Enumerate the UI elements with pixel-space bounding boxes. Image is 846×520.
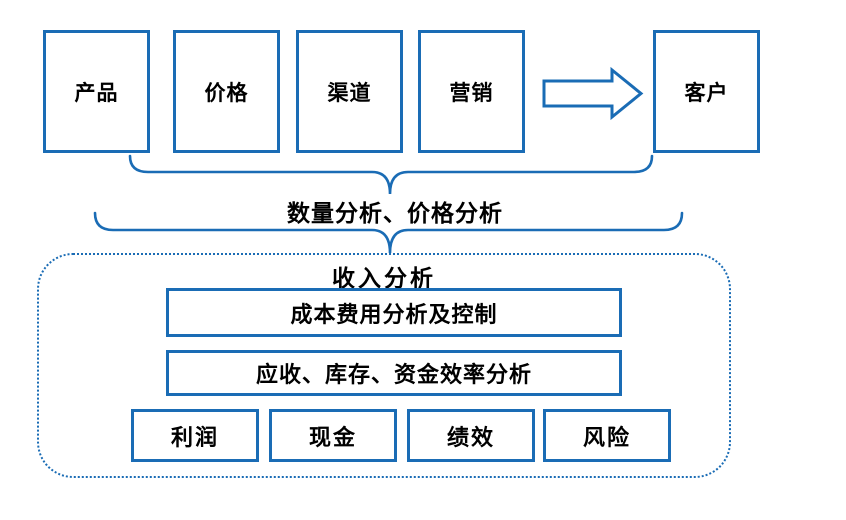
box-channel: 渠道 <box>296 30 403 153</box>
right-arrow-icon <box>542 66 644 121</box>
bar-efficiency-analysis: 应收、库存、资金效率分析 <box>166 350 622 396</box>
box-performance: 绩效 <box>407 409 535 462</box>
box-marketing: 营销 <box>418 30 525 153</box>
brace-label: 数量分析、价格分析 <box>287 201 503 226</box>
box-price: 价格 <box>173 30 280 153</box>
box-profit: 利润 <box>131 409 259 462</box>
box-cash: 现金 <box>269 409 397 462</box>
box-product: 产品 <box>43 30 150 153</box>
bar-cost-analysis: 成本费用分析及控制 <box>166 288 622 337</box>
revenue-analysis-title: 收入分析 <box>332 266 436 291</box>
box-risk: 风险 <box>543 409 671 462</box>
upper-brace <box>128 154 654 195</box>
box-customer: 客户 <box>653 30 760 153</box>
revenue-analysis-container: 收入分析 成本费用分析及控制 应收、库存、资金效率分析 利润 现金 绩效 风险 <box>37 253 731 478</box>
